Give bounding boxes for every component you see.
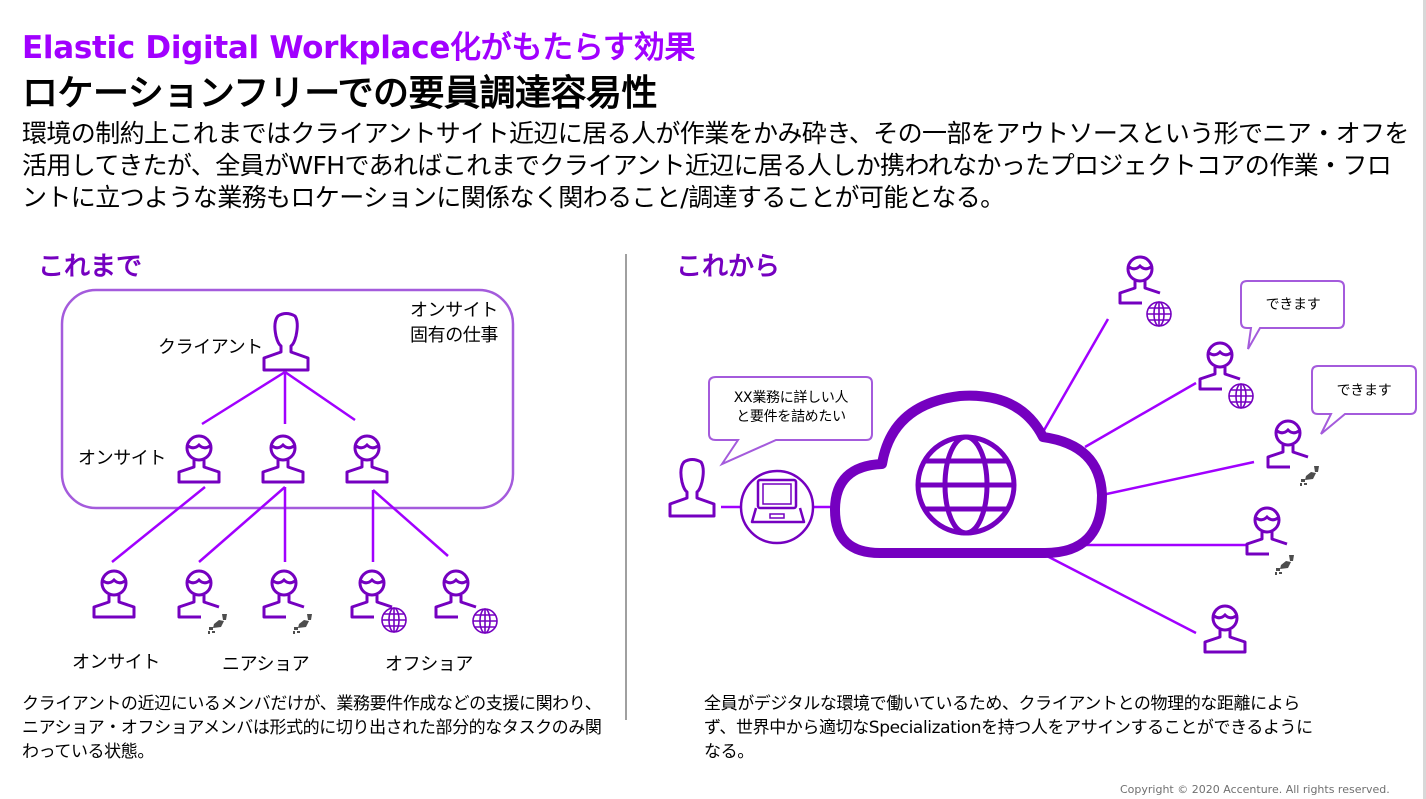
slide-title: Elastic Digital Workplace化がもたらす効果	[22, 30, 696, 66]
lead-paragraph: 環境の制約上これまではクライアントサイト近辺に居る人が作業をかみ砕き、その一部を…	[22, 119, 1409, 212]
reply-speech-bubble-1	[1240, 280, 1345, 350]
bottom-label-offshore: オフショア	[385, 654, 473, 675]
nearshore-remote-person-icon	[1266, 419, 1310, 469]
onsite-person-icon-2	[261, 434, 305, 484]
section-divider	[625, 254, 627, 720]
nearshore-member-icon-2	[262, 569, 306, 619]
onsite-box-label-1: オンサイト	[410, 300, 498, 321]
onsite-member-icon	[92, 569, 136, 619]
nearshore-member-icon-1	[177, 569, 221, 619]
globe-icon	[1146, 301, 1172, 327]
nearshore-remote-person-icon	[1245, 506, 1289, 556]
reply-bubble-text-2: できます	[1336, 383, 1392, 399]
after-heading: これから	[676, 252, 781, 282]
onsite-work-box	[60, 288, 515, 510]
japan-map-icon	[208, 614, 227, 634]
slide-subtitle: ロケーションフリーでの要員調達容易性	[22, 73, 658, 114]
reply-bubble-text-1: できます	[1265, 297, 1321, 313]
onsite-label: オンサイト	[78, 448, 166, 469]
after-description: 全員がデジタルな環境で働いているため、クライアントとの物理的な距離によらず、世界…	[704, 694, 1313, 762]
globe-icon	[915, 434, 1017, 536]
offshore-remote-person-icon	[1118, 255, 1162, 305]
reply-speech-bubble-2	[1311, 365, 1417, 435]
offshore-remote-person-icon	[1198, 341, 1242, 391]
before-description: クライアントの近辺にいるメンバだけが、業務要件作成などの支援に関わり、ニアショア…	[22, 694, 602, 762]
slide-edge	[1423, 0, 1426, 799]
bottom-label-nearshore: ニアショア	[222, 654, 310, 675]
japan-map-icon	[1300, 466, 1319, 486]
laptop-icon	[739, 469, 815, 545]
requester-person-icon	[668, 458, 716, 518]
request-bubble-line1: XX業務に詳しい人	[733, 390, 849, 406]
client-label: クライアント	[158, 337, 263, 358]
bottom-label-onsite: オンサイト	[72, 652, 160, 673]
request-speech-bubble	[708, 376, 873, 467]
onsite-person-icon-1	[177, 434, 221, 484]
offshore-member-icon-2	[434, 569, 478, 619]
hierarchy-lines	[111, 370, 449, 563]
copyright-notice: Copyright © 2020 Accenture. All rights r…	[1120, 783, 1390, 796]
before-heading: これまで	[38, 252, 143, 282]
network-lines	[721, 318, 1255, 635]
globe-icon	[381, 607, 407, 633]
remote-person-icon	[1203, 604, 1247, 654]
onsite-person-icon-3	[345, 434, 389, 484]
globe-icon	[1228, 383, 1254, 409]
request-bubble-line2: と要件を詰めたい	[736, 409, 846, 425]
onsite-box-label-2: 固有の仕事	[410, 325, 498, 346]
cloud-icon	[830, 390, 1107, 558]
globe-icon	[472, 608, 498, 634]
japan-map-icon	[293, 614, 312, 634]
client-person-icon	[262, 312, 310, 372]
japan-map-icon	[1275, 555, 1294, 575]
